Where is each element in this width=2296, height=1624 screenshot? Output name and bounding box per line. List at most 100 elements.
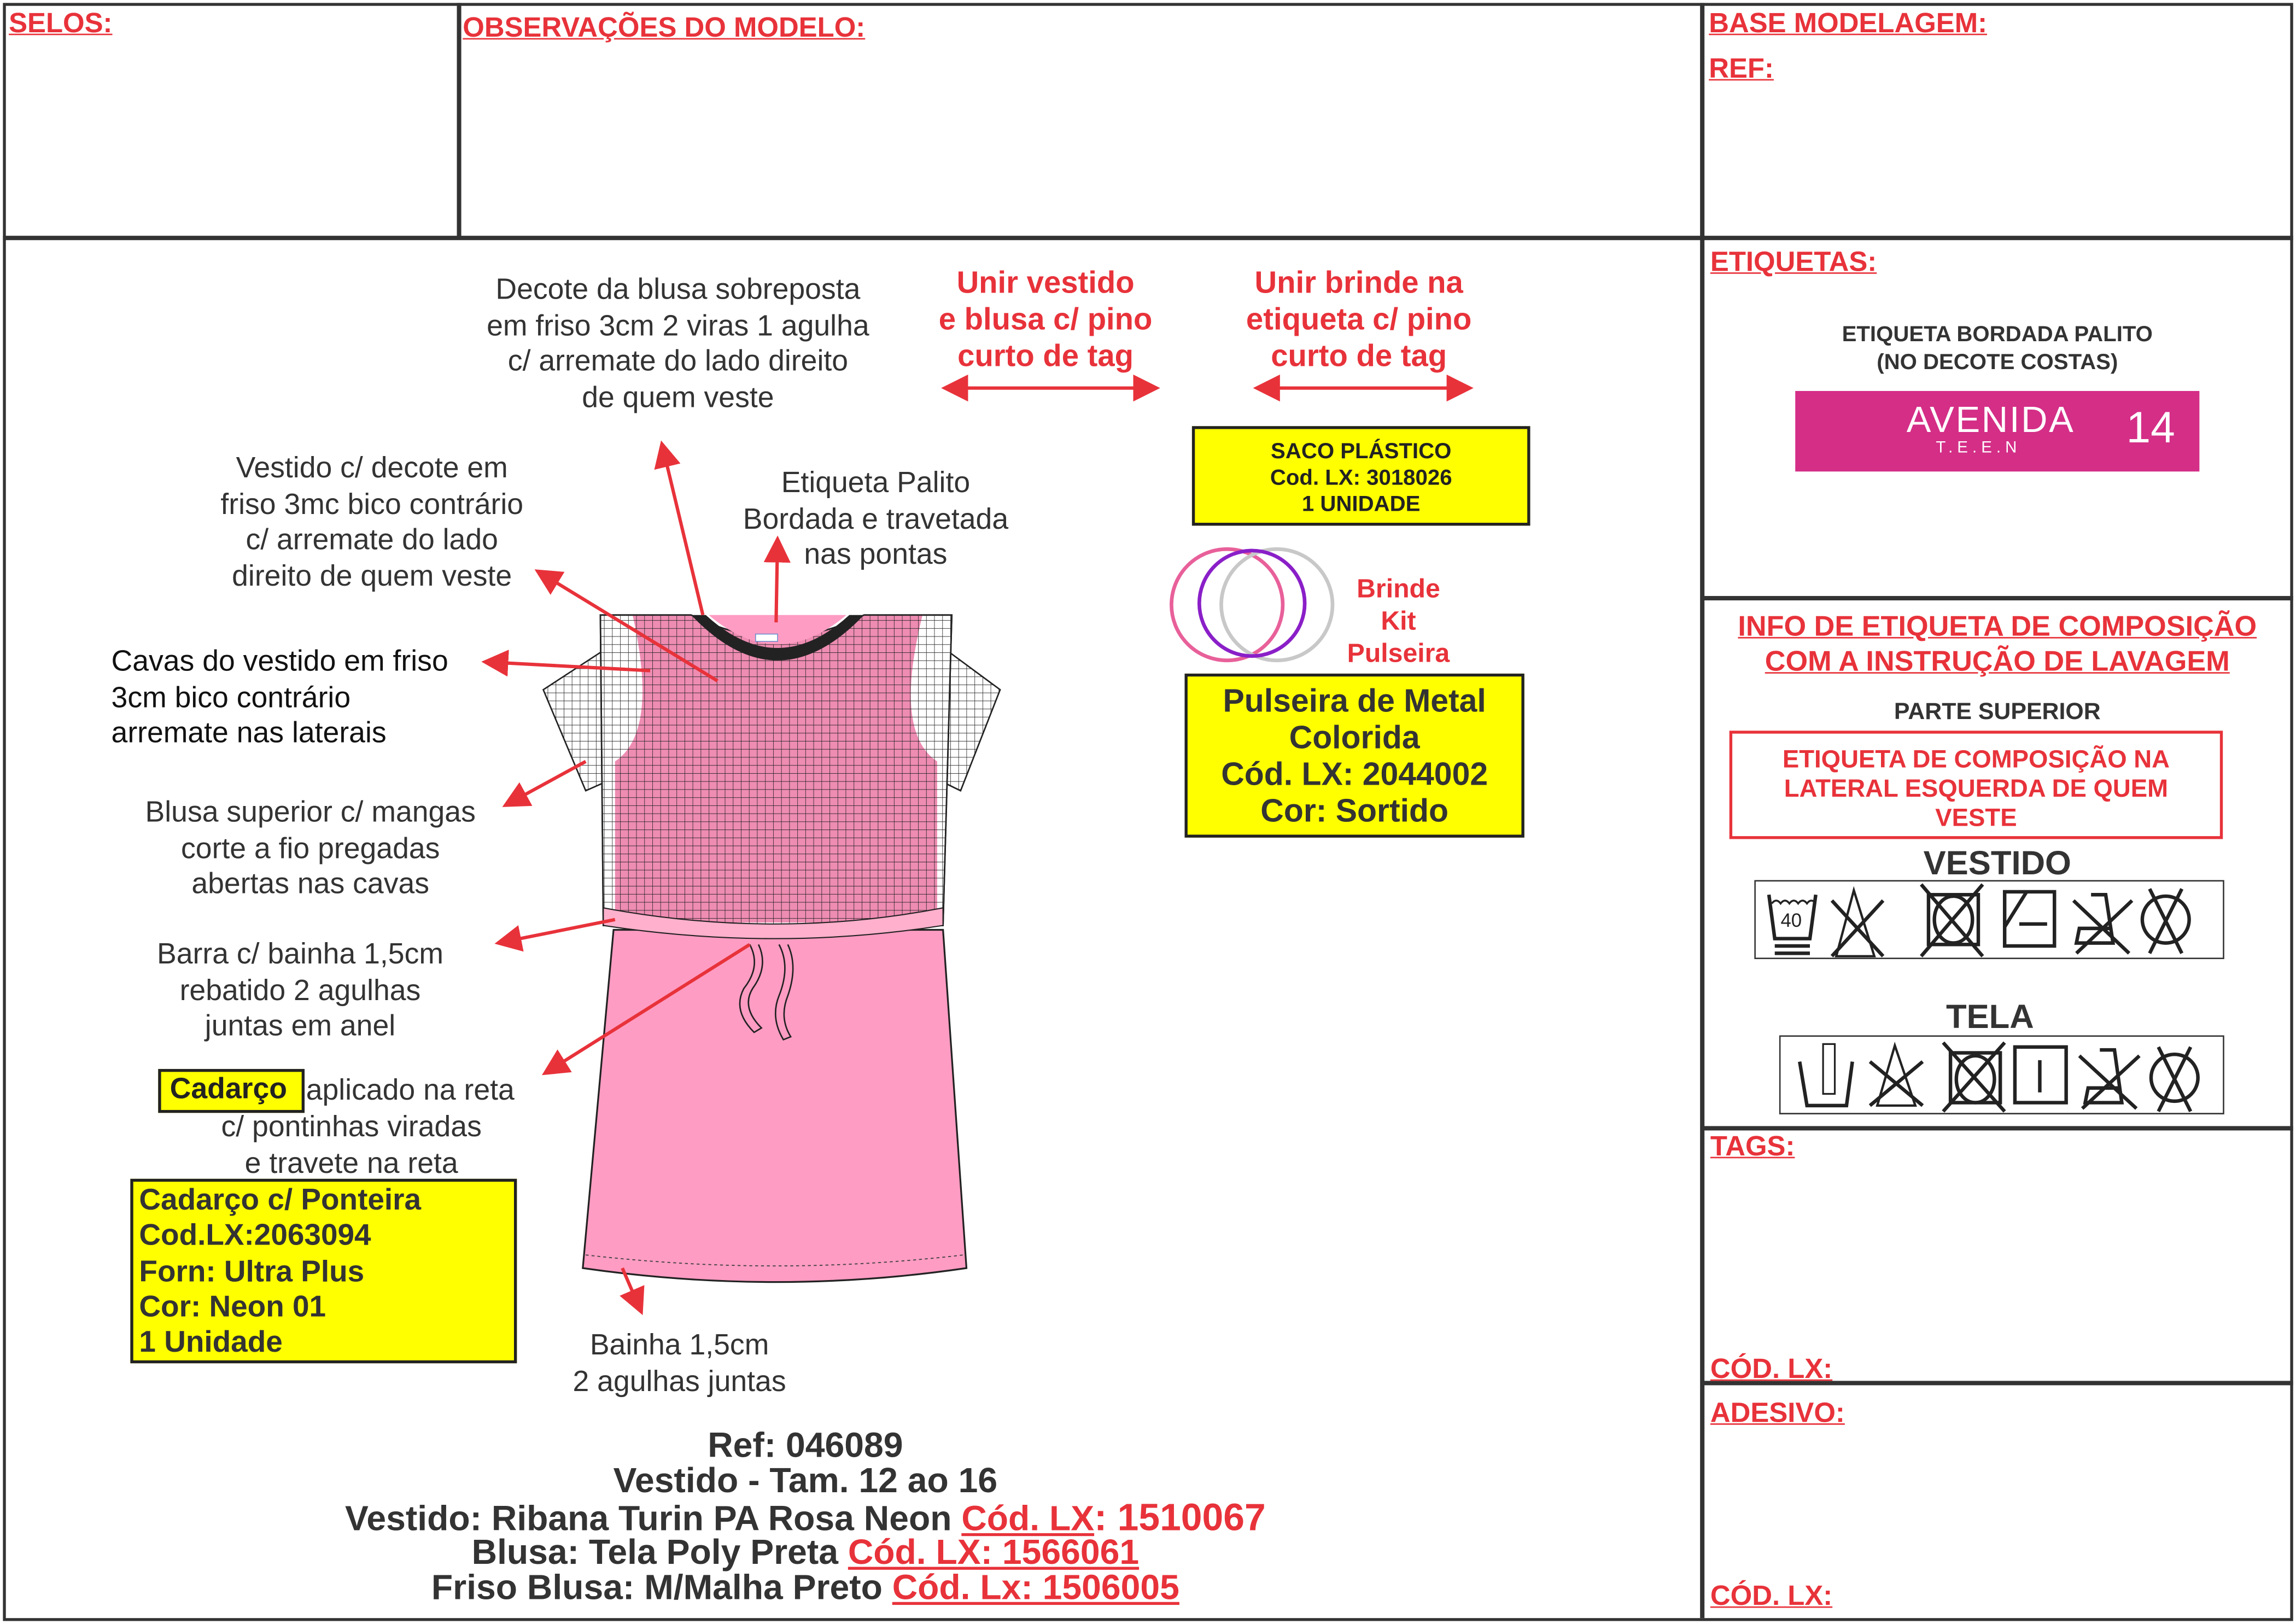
text-line: Cor: Sortido (1260, 792, 1448, 829)
outer-border (3, 3, 2293, 1621)
divider (1700, 3, 1704, 1619)
text-line: Pulseira de Metal (1223, 682, 1486, 719)
text-line: abertas nas cavas (191, 868, 430, 901)
no-tumble-dry-icon (1942, 1041, 2006, 1113)
text-line: Colorida (1289, 718, 1420, 756)
text-line: Brinde (1357, 574, 1440, 604)
brand-size: 14 (2126, 404, 2175, 453)
text-line: Cavas do vestido em friso (111, 645, 448, 678)
adesivo-heading: ADESIVO: (1710, 1398, 1845, 1429)
vestido-heading: VESTIDO (1923, 843, 2071, 882)
ref-heading: REF: (1709, 54, 1774, 85)
divider (3, 236, 1705, 239)
text-line: c/ arremate do lado (246, 524, 498, 557)
parte-superior: PARTE SUPERIOR (1894, 700, 2101, 725)
svg-text:40: 40 (1780, 910, 1802, 931)
text-line: COM A INSTRUÇÃO DE LAVAGEM (1765, 645, 2230, 678)
text-line: ETIQUETA DE COMPOSIÇÃO NA (1782, 745, 2170, 773)
cod-lx-label: CÓD. LX: (1710, 1354, 1833, 1386)
text-line: Unir vestido (956, 266, 1135, 300)
text-line: em friso 3cm 2 viras 1 agulha (487, 309, 869, 342)
text-line: Etiqueta Palito (781, 467, 971, 500)
selos-heading: SELOS: (9, 9, 113, 40)
footer-line-vestido: Vestido: Ribana Turin PA Rosa Neon Cód. … (220, 1498, 1391, 1539)
text-line: Cód. LX: 2044002 (1221, 755, 1488, 792)
text-line: Cod.LX:2063094 (139, 1218, 371, 1253)
brand-label: AVENIDA T.E.E.N 14 (1795, 391, 2200, 472)
divider (1701, 236, 2293, 239)
text-line: VESTE (1935, 804, 2017, 832)
text-line: etiqueta c/ pino (1246, 303, 1472, 337)
tela-heading: TELA (1946, 997, 2034, 1036)
text: Blusa: Tela Poly Preta (471, 1533, 848, 1573)
footer-line-friso: Friso Blusa: M/Malha Preto Cód. Lx: 1506… (220, 1568, 1391, 1608)
no-dry-clean-icon (2149, 1046, 2200, 1113)
observacoes-heading: OBSERVAÇÕES DO MODELO: (463, 13, 866, 44)
text-line: c/ pontinhas viradas (221, 1111, 482, 1144)
text-line: Unir brinde na (1254, 266, 1463, 300)
drawstring (739, 944, 794, 1041)
text-line: Cor: Neon 01 (139, 1290, 326, 1324)
text-line: Blusa superior c/ mangas (145, 796, 476, 829)
vestido-care-symbols: 40 (1754, 880, 2224, 960)
text-line: Kit (1381, 606, 1416, 636)
annotation-arrows (481, 375, 1474, 1316)
text-line: 1 UNIDADE (1301, 492, 1421, 517)
code-label: Cód. LX: 1566061 (848, 1533, 1140, 1573)
bracelet-icon (1170, 547, 1335, 663)
text-line: Decote da blusa sobreposta (495, 273, 861, 306)
footer-title: Vestido - Tam. 12 ao 16 (613, 1461, 998, 1501)
text-line: corte a fio pregadas (181, 832, 440, 865)
text-line: Vestido c/ decote em (236, 452, 508, 485)
text-line: ETIQUETA BORDADA PALITO (1842, 322, 2153, 347)
code-label: Cód. Lx: 1506005 (892, 1568, 1179, 1608)
text-line: 2 agulhas juntas (572, 1365, 786, 1398)
drip-dry-shade-icon (2002, 890, 2057, 948)
divider (1701, 1126, 2293, 1130)
text-line: e travete na reta (244, 1147, 458, 1180)
text-line: INFO DE ETIQUETA DE COMPOSIÇÃO (1738, 610, 2257, 643)
text-line: e blusa c/ pino (938, 303, 1153, 337)
brand-name: AVENIDA (1906, 400, 2075, 441)
footer-line-blusa: Blusa: Tela Poly Preta Cód. LX: 1566061 (220, 1533, 1391, 1573)
etiquetas-heading: ETIQUETAS: (1710, 247, 1877, 278)
text-line: SACO PLÁSTICO (1271, 439, 1452, 464)
composicao-box: ETIQUETA DE COMPOSIÇÃO NA LATERAL ESQUER… (1729, 731, 2223, 839)
text: Vestido: Ribana Turin PA Rosa Neon (345, 1499, 962, 1539)
text-line: Pulseira (1347, 638, 1450, 668)
no-dry-clean-icon (2140, 888, 2191, 954)
code-label: Cód. LX (961, 1499, 1095, 1539)
text-line: 3cm bico contrário (111, 681, 351, 714)
text-line: curto de tag (957, 340, 1134, 373)
text-line: (NO DECOTE COSTAS) (1877, 350, 2118, 375)
divider (1701, 1381, 2293, 1385)
text-line: direito de quem veste (232, 560, 512, 593)
brand-sub: T.E.E.N (1936, 439, 2022, 457)
no-bleach-icon (1868, 1042, 1924, 1107)
text: Friso Blusa: M/Malha Preto (431, 1568, 892, 1608)
no-tumble-dry-icon (1920, 883, 1984, 957)
etiqueta-bordada-text: ETIQUETA BORDADA PALITO (NO DECOTE COSTA… (1704, 320, 2290, 376)
no-iron-icon (2078, 1048, 2141, 1110)
wash-40-icon (1767, 894, 1818, 955)
text-line: de quem veste (582, 381, 774, 414)
code: : 1510067 (1094, 1495, 1266, 1539)
line-dry-icon (2013, 1045, 2068, 1105)
cadarco-highlight: Cadarço (158, 1068, 305, 1113)
no-bleach-icon (1830, 886, 1885, 957)
cod-lx-label: CÓD. LX: (1710, 1581, 1833, 1613)
text-line: nas pontas (804, 539, 948, 571)
text-line: juntas em anel (205, 1010, 396, 1043)
text-line: Cadarço c/ Ponteira (139, 1183, 422, 1217)
dress-skirt (582, 928, 968, 1283)
